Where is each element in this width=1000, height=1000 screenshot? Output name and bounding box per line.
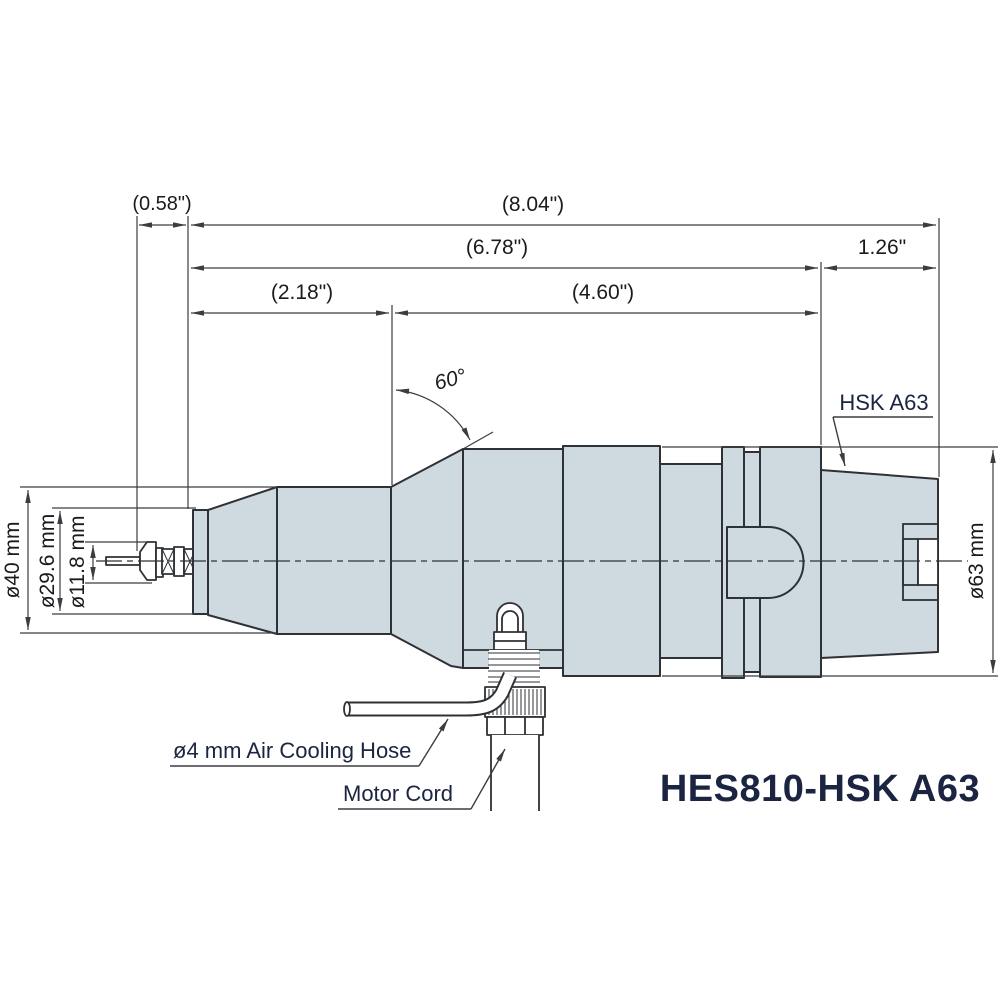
- dim-text-overall: (8.04"): [502, 193, 564, 216]
- hsk-taper-shank: [820, 469, 939, 659]
- motor-cord-cable: [491, 735, 539, 811]
- dim-text-body: (6.78"): [466, 236, 528, 259]
- spindle-body: [105, 445, 939, 679]
- dia-text-118: ø11.8 mm: [66, 516, 89, 609]
- motor-cord-label: Motor Cord: [343, 781, 453, 806]
- connector-threads: [488, 652, 540, 683]
- dim-text-taper-len: 1.26": [858, 236, 906, 259]
- connector-hex-nut: [486, 716, 544, 736]
- dia-text-296: ø29.6 mm: [36, 514, 59, 609]
- connector-dome-inner: [501, 610, 519, 633]
- angle-arc-60: [395, 388, 471, 441]
- taper-end-slot: [902, 523, 939, 601]
- dimension-lines: [25, 222, 996, 673]
- dia-text-40: ø40 mm: [1, 521, 24, 598]
- transition-cone: [390, 448, 464, 669]
- slant-extension: [462, 431, 494, 450]
- flange-grip-recess: [726, 526, 805, 599]
- air-cooling-hose: [343, 671, 517, 717]
- hsk-leader: [832, 416, 846, 467]
- model-number-label: HES810-HSK A63: [660, 768, 980, 810]
- dimension-texts: (0.58") (8.04") (6.78") 1.26" (2.18") (4…: [1, 193, 988, 608]
- hsk-a63-label: HSK A63: [839, 390, 928, 415]
- dim-text-motor-len: (4.60"): [572, 281, 634, 304]
- air-hose-label: ø4 mm Air Cooling Hose: [173, 738, 411, 763]
- hose-leader: [418, 718, 449, 767]
- callout-texts: HSK A63 ø4 mm Air Cooling Hose Motor Cor…: [173, 390, 980, 810]
- dim-text-proj: (0.58"): [132, 193, 191, 215]
- callout-leaders: [170, 416, 933, 810]
- nose-flange: [192, 509, 209, 615]
- angle-text-60: 60°: [432, 365, 469, 395]
- cord-leader: [470, 748, 506, 810]
- dim-text-nose-len: (2.18"): [271, 281, 333, 304]
- connector-dome: [496, 602, 524, 634]
- dia-text-63: ø63 mm: [965, 522, 988, 599]
- extension-lines: [20, 216, 998, 677]
- hose-end-cap: [343, 701, 351, 717]
- motor-cord-connector: [484, 602, 546, 811]
